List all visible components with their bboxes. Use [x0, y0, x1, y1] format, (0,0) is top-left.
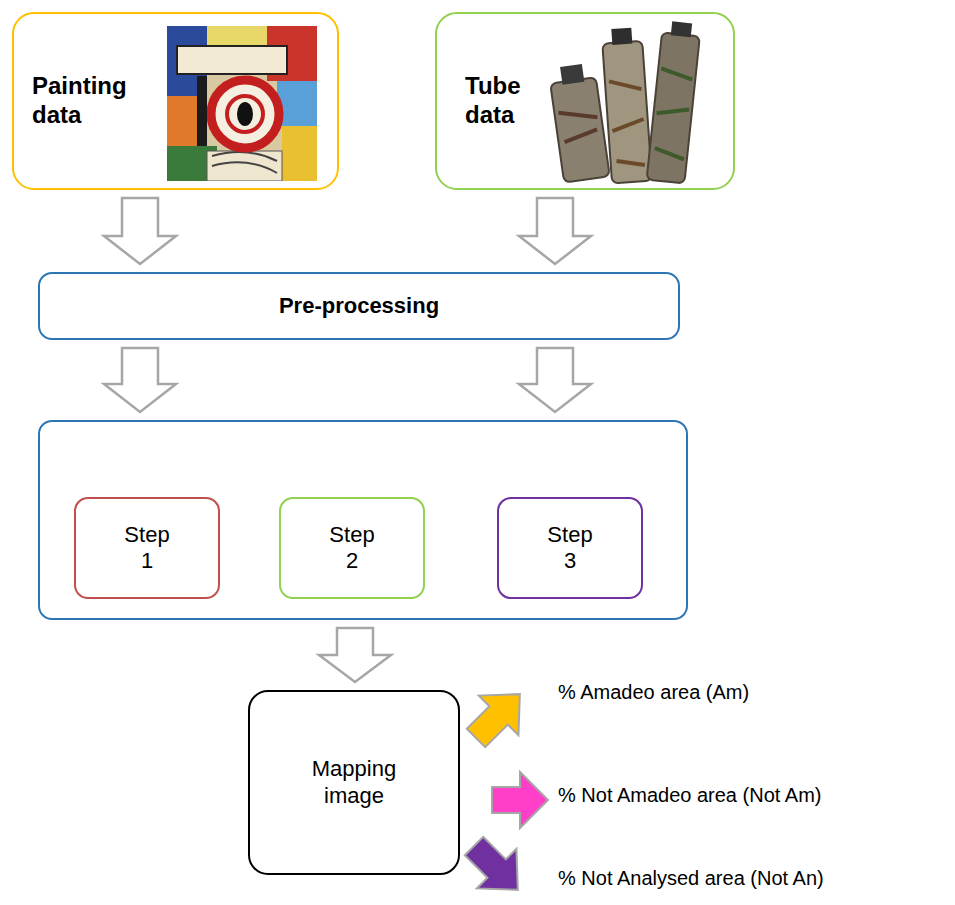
group-box: Step 1 Step 2 Step 3	[38, 420, 688, 620]
output-label: % Not Analysed area (Not An)	[556, 867, 826, 890]
block-arrow	[104, 198, 176, 264]
box-text: Tube data	[465, 72, 540, 130]
process-box: Step 3	[497, 497, 643, 599]
output-label: % Amadeo area (Am)	[556, 681, 751, 704]
process-box: Painting data	[12, 12, 339, 190]
block-arrow	[519, 348, 591, 412]
process-box: Pre-processing	[38, 272, 680, 340]
block-arrow	[319, 628, 391, 682]
process-box: Tube data	[435, 12, 735, 190]
block-arrow	[104, 348, 176, 412]
orange-output-arrow	[456, 674, 539, 757]
illustration	[539, 20, 704, 189]
box-text: Painting data	[32, 72, 157, 130]
block-arrow	[519, 198, 591, 264]
process-box: Step 2	[279, 497, 425, 599]
box-text: Mapping image	[297, 756, 412, 809]
box-text: Step 2	[325, 522, 380, 575]
illustration	[167, 26, 317, 185]
box-text: Step 1	[120, 522, 175, 575]
process-box: Step 1	[74, 497, 220, 599]
output-label: % Not Amadeo area (Not Am)	[556, 784, 823, 807]
box-text: Step 3	[543, 522, 598, 575]
process-box: Mapping image	[248, 690, 460, 875]
pink-output-arrow	[492, 772, 548, 828]
box-text: Pre-processing	[279, 293, 439, 319]
purple-output-arrow	[454, 826, 537, 905]
